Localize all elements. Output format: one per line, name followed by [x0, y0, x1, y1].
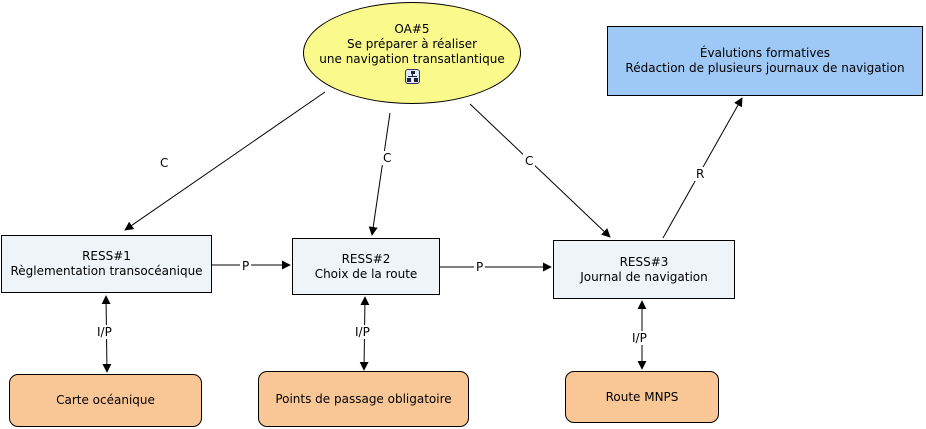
node-text: Choix de la route: [314, 266, 418, 281]
node-title: Évalutions formatives: [699, 46, 831, 60]
link-label: C: [523, 154, 536, 168]
concept-map-icon[interactable]: [404, 69, 420, 84]
node-text: Points de passage obligatoire: [275, 391, 452, 406]
node-text: Règlementation transocéanique: [10, 264, 203, 278]
node-text: une navigation transatlantique: [319, 52, 505, 66]
link-label: C: [381, 151, 394, 165]
node-title: RESS#3: [619, 254, 669, 269]
link-label: P: [474, 260, 486, 274]
node-title: RESS#1: [82, 249, 131, 263]
evaluation-node[interactable]: Évalutions formatives Rédaction de plusi…: [607, 26, 923, 96]
objective-node-oa5[interactable]: OA#5 Se préparer à réaliser une navigati…: [303, 2, 521, 104]
node-text: Se préparer à réaliser: [346, 37, 478, 51]
link-label: P: [240, 259, 252, 273]
link-oa5-ress3: [469, 103, 611, 238]
link-label: R: [694, 167, 707, 181]
link-label: I/P: [630, 331, 649, 345]
resource-node-ress2[interactable]: RESS#2 Choix de la route: [292, 238, 440, 295]
node-text: Rédaction de plusieurs journaux de navig…: [625, 61, 905, 75]
resource-node-ress1[interactable]: RESS#1 Règlementation transocéanique: [1, 235, 212, 293]
link-oa5-ress1: [124, 91, 326, 231]
link-label: I/P: [95, 325, 114, 339]
node-text: Journal de navigation: [580, 269, 708, 284]
link-label: C: [158, 156, 171, 170]
material-node-mnps[interactable]: Route MNPS: [565, 371, 719, 423]
material-node-points[interactable]: Points de passage obligatoire: [258, 371, 469, 427]
node-text: Route MNPS: [605, 389, 679, 404]
node-title: RESS#2: [341, 251, 391, 266]
node-title: OA#5: [394, 22, 430, 36]
material-node-carte[interactable]: Carte océanique: [9, 374, 202, 427]
node-text: Carte océanique: [56, 393, 155, 407]
link-label: I/P: [353, 325, 372, 339]
link-oa5-ress2: [368, 112, 391, 236]
resource-node-ress3[interactable]: RESS#3 Journal de navigation: [553, 240, 735, 299]
